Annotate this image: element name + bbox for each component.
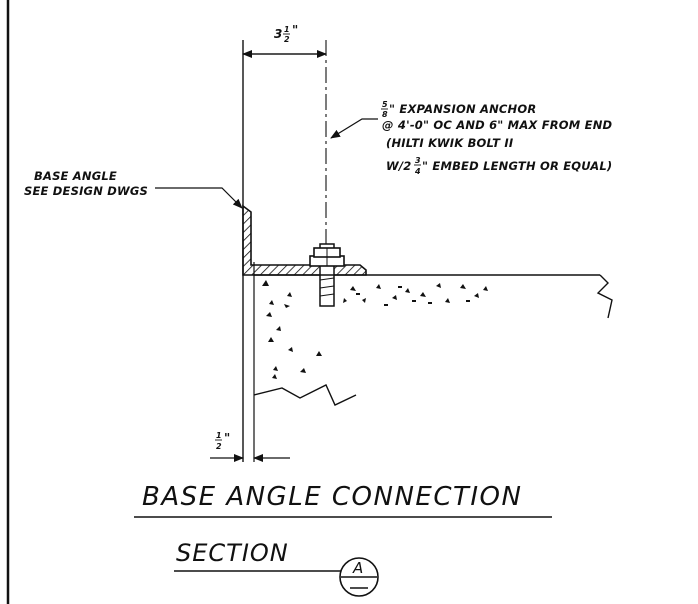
anchor-note: 5 8 " EXPANSION ANCHOR @ 4'-0" OC AND 6"… bbox=[381, 100, 613, 176]
anchor-note-line1: " EXPANSION ANCHOR bbox=[389, 102, 536, 116]
anchor-frac-num: 5 bbox=[382, 100, 388, 109]
anchor-note-line4-num: 3 bbox=[415, 156, 421, 165]
top-dimension: 3 1 2 " bbox=[242, 23, 327, 58]
section-mark-letter: A bbox=[352, 559, 363, 577]
base-angle-label-line1: BASE ANGLE bbox=[34, 169, 117, 183]
base-angle-label-line2: SEE DESIGN DWGS bbox=[24, 184, 148, 198]
dim-bottom-num: 1 bbox=[216, 431, 222, 440]
concrete-slab bbox=[253, 274, 613, 406]
dim-top-num: 1 bbox=[284, 25, 290, 34]
dim-bottom-den: 2 bbox=[216, 442, 222, 451]
concrete-aggregate bbox=[262, 280, 488, 379]
anchor-note-line4-den: 4 bbox=[414, 167, 421, 176]
anchor-frac-den: 8 bbox=[382, 110, 388, 119]
anchor-note-line2: @ 4'-0" OC AND 6" MAX FROM END bbox=[382, 118, 613, 132]
dim-top-den: 2 bbox=[284, 35, 290, 44]
section-label: SECTION bbox=[176, 539, 289, 567]
drawing-title: BASE ANGLE CONNECTION bbox=[142, 482, 522, 512]
anchor-leader bbox=[330, 118, 378, 139]
bottom-dimension: 1 2 " bbox=[210, 431, 290, 462]
section-mark-bubble: A bbox=[339, 557, 379, 597]
anchor-note-line4-suffix: " EMBED LENGTH OR EQUAL) bbox=[422, 159, 612, 173]
anchor-note-line3: (HILTI KWIK BOLT II bbox=[386, 136, 514, 150]
base-angle-label: BASE ANGLE SEE DESIGN DWGS bbox=[24, 169, 243, 209]
dim-top-whole: 3 bbox=[274, 27, 282, 41]
anchor-note-line4-prefix: W/2 bbox=[386, 159, 412, 173]
dim-bottom-unit: " bbox=[224, 431, 230, 445]
base-angle bbox=[242, 204, 367, 276]
dim-top-unit: " bbox=[292, 23, 298, 37]
